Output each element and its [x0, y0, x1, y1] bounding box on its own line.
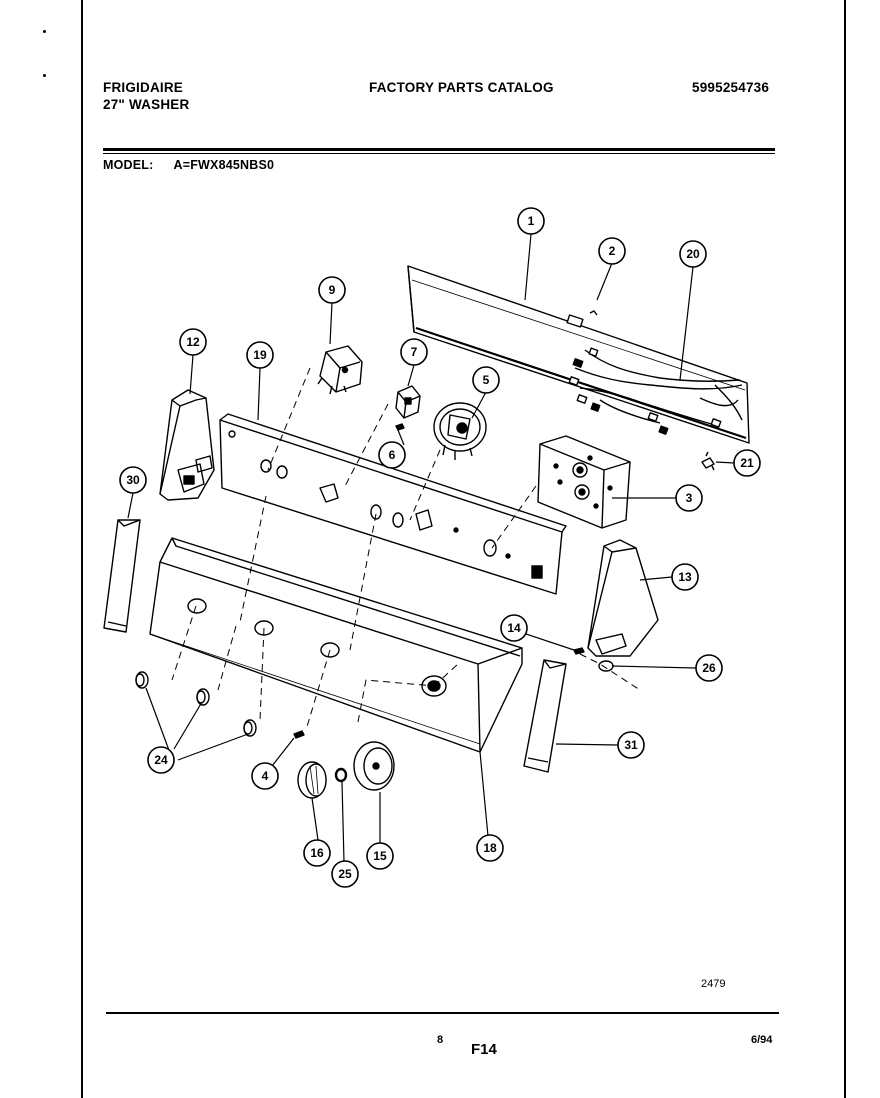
part-rear-rail	[407, 265, 750, 444]
callout-15-label: 15	[373, 849, 387, 863]
callout-14-label: 14	[507, 621, 521, 635]
part-switch	[317, 345, 363, 395]
header-rule-thin	[103, 153, 775, 154]
part-small-switch	[395, 385, 421, 419]
callout-16-label: 16	[310, 846, 324, 860]
callout-4-circle	[251, 762, 279, 790]
part-module	[537, 435, 631, 529]
callout-25-circle	[331, 860, 359, 888]
callout-4-label: 4	[262, 769, 269, 783]
callout-30-label: 30	[126, 473, 140, 487]
callout-6-label: 6	[389, 448, 396, 462]
part-washer	[334, 767, 348, 783]
callout-25-label: 25	[338, 867, 352, 881]
callout-14-circle	[500, 614, 528, 642]
callout-30-circle	[119, 466, 147, 494]
page-number: 8	[437, 1034, 444, 1046]
part-left-bracket	[159, 389, 215, 501]
part-screw-14	[573, 647, 585, 655]
callout-21-circle	[733, 449, 761, 477]
callout-18-label: 18	[483, 841, 497, 855]
catalog-date: 6/94	[751, 1034, 773, 1046]
part-screw-6	[395, 423, 405, 431]
callout-21-label: 21	[740, 456, 754, 470]
callout-13-circle	[671, 563, 699, 591]
callout-19-circle	[246, 341, 274, 369]
callout-9-circle	[318, 276, 346, 304]
model-value: A=FWX845NBS0	[173, 158, 275, 172]
scan-speck	[43, 30, 46, 33]
callout-20-circle	[679, 240, 707, 268]
callout-24-circle	[147, 746, 175, 774]
callout-7-circle	[400, 338, 428, 366]
callout-2-label: 2	[609, 244, 616, 258]
callout-31-label: 31	[624, 738, 638, 752]
brand-name: FRIGIDAIRE	[103, 80, 184, 95]
part-console-front	[149, 537, 523, 753]
diagram-code: 2479	[701, 978, 726, 990]
footer-rule	[106, 1012, 779, 1014]
catalog-part-number: 5995254736	[692, 80, 770, 95]
callout-5-label: 5	[483, 373, 490, 387]
part-screw-4	[293, 730, 305, 739]
callout-12-label: 12	[186, 335, 200, 349]
callout-12-circle	[179, 328, 207, 356]
callout-7-label: 7	[411, 345, 418, 359]
page-frame	[81, 0, 846, 1098]
callout-16-circle	[303, 839, 331, 867]
callout-26-label: 26	[702, 661, 716, 675]
model-row: MODEL: A=FWX845NBS0	[103, 158, 274, 172]
part-clip-26	[598, 660, 614, 672]
callout-19-label: 19	[253, 348, 267, 362]
callout-circles	[119, 207, 761, 888]
part-push-buttons	[135, 671, 257, 737]
part-control-panel	[219, 413, 567, 595]
header-rule	[103, 148, 775, 151]
callout-20-label: 20	[686, 247, 700, 261]
callout-24-label: 24	[154, 753, 168, 767]
callout-18-circle	[476, 834, 504, 862]
part-right-end-cap	[523, 659, 567, 773]
callout-13-label: 13	[678, 570, 692, 584]
part-timer	[433, 402, 487, 460]
callout-1-circle	[517, 207, 545, 235]
callout-26-circle	[695, 654, 723, 682]
callout-3-circle	[675, 484, 703, 512]
alignment-lines	[171, 367, 641, 731]
callout-2-circle	[598, 237, 626, 265]
part-left-end-cap	[103, 519, 141, 633]
callout-31-circle	[617, 731, 645, 759]
part-right-bracket	[587, 539, 659, 657]
catalog-title: FACTORY PARTS CATALOG	[369, 80, 554, 95]
model-label: MODEL:	[103, 158, 154, 172]
part-knob	[297, 761, 327, 799]
callout-5-circle	[472, 366, 500, 394]
leader-lines	[127, 233, 735, 863]
callout-1-label: 1	[528, 214, 535, 228]
part-wiring-harness	[568, 347, 743, 435]
callout-3-label: 3	[686, 491, 693, 505]
callout-6-circle	[378, 441, 406, 469]
callout-15-circle	[366, 842, 394, 870]
callout-9-label: 9	[329, 283, 336, 297]
part-clip	[701, 451, 715, 471]
part-dial-skirt	[353, 741, 395, 791]
section-code: F14	[471, 1041, 497, 1058]
product-name: 27" WASHER	[103, 97, 190, 112]
scan-speck	[43, 74, 46, 77]
